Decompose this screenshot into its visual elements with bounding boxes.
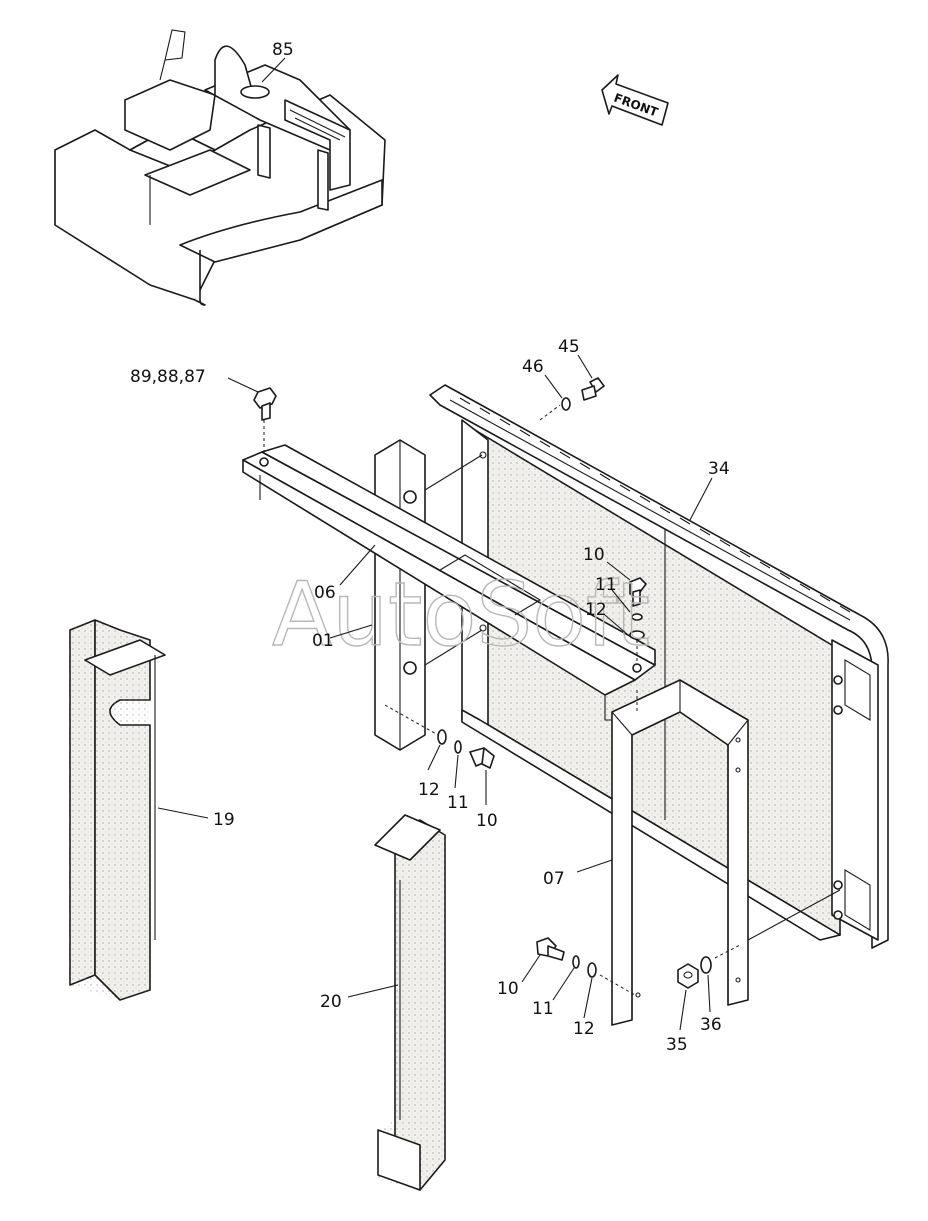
callout-19: 19 [213, 810, 235, 830]
washer-icon [587, 962, 597, 978]
callout-11-top: 11 [595, 575, 617, 595]
washer-icon [629, 630, 645, 640]
bolt-icon [629, 577, 647, 607]
foam-seal-center [374, 814, 446, 1191]
machine-upper-structure [54, 29, 386, 306]
top-louvre-cover [429, 384, 889, 949]
nut-icon [677, 963, 699, 989]
bolt-icon [469, 747, 495, 769]
alignment-lines [263, 404, 841, 996]
watermark: AutoSoft [272, 563, 650, 666]
callout-12-top: 12 [585, 600, 607, 620]
bolt-icon [536, 937, 565, 961]
callout-20: 20 [320, 992, 342, 1012]
callout-07: 07 [543, 869, 565, 889]
callout-34: 34 [708, 459, 730, 479]
washer-icon [437, 729, 447, 745]
callout-85: 85 [272, 40, 294, 60]
callout-12-low: 12 [573, 1019, 595, 1039]
top-channel-beam [242, 444, 656, 721]
u-frame-bracket [611, 679, 749, 1026]
callout-10-mid: 10 [476, 811, 498, 831]
washer-icon [700, 956, 712, 974]
callout-10-low: 10 [497, 979, 519, 999]
washer-icon [572, 955, 580, 969]
callout-11-mid: 11 [447, 793, 469, 813]
callout-10-top: 10 [583, 545, 605, 565]
callout-11-low: 11 [532, 999, 554, 1019]
washer-icon [631, 613, 643, 621]
callout-46: 46 [522, 357, 544, 377]
callout-35: 35 [666, 1035, 688, 1055]
callout-01: 01 [312, 631, 334, 651]
callout-89-88-87: 89,88,87 [130, 367, 206, 387]
leader-lines [157, 57, 713, 1031]
front-arrow-icon: FRONT [601, 74, 669, 126]
foam-seal-left [69, 619, 166, 1001]
callout-36: 36 [700, 1015, 722, 1035]
callout-12-mid: 12 [418, 780, 440, 800]
washer-icon [561, 397, 571, 411]
bolt-icon [581, 377, 605, 401]
callout-06: 06 [314, 583, 336, 603]
louvre-slots [459, 397, 851, 613]
callout-45: 45 [558, 337, 580, 357]
washer-icon [454, 740, 462, 754]
callout-labels: 85 89,88,87 46 45 34 06 01 10 11 12 12 1… [130, 40, 730, 1055]
bolt-icon [253, 387, 277, 421]
fasteners [253, 377, 712, 989]
